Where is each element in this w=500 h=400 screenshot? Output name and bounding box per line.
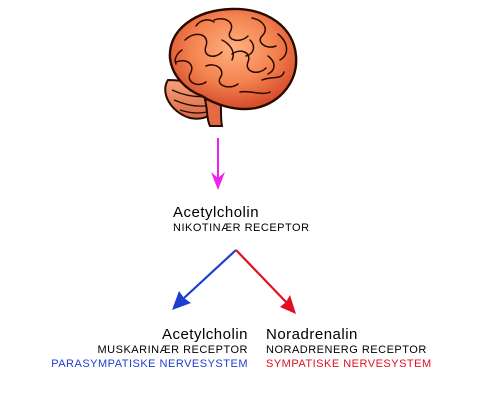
left-neurotransmitter: Acetylcholin	[161, 326, 248, 343]
arrow-to-parasympathetic	[172, 249, 237, 310]
top-receptor: NIKOTINÆR RECEPTOR	[173, 222, 310, 234]
arrow-brain-to-nicotinic	[211, 138, 225, 190]
brain-icon	[164, 7, 298, 127]
right-receptor: NORADRENERG RECEPTOR	[266, 344, 427, 356]
right-system-label: SYMPATISKE NERVESYSTEM	[266, 358, 432, 370]
left-receptor: MUSKARINÆR RECEPTOR	[97, 344, 248, 356]
arrow-to-sympathetic	[235, 249, 296, 314]
left-system-label: PARASYMPATISKE NERVESYSTEM	[51, 358, 248, 370]
top-neurotransmitter: Acetylcholin	[173, 204, 260, 221]
right-neurotransmitter: Noradrenalin	[266, 326, 358, 343]
